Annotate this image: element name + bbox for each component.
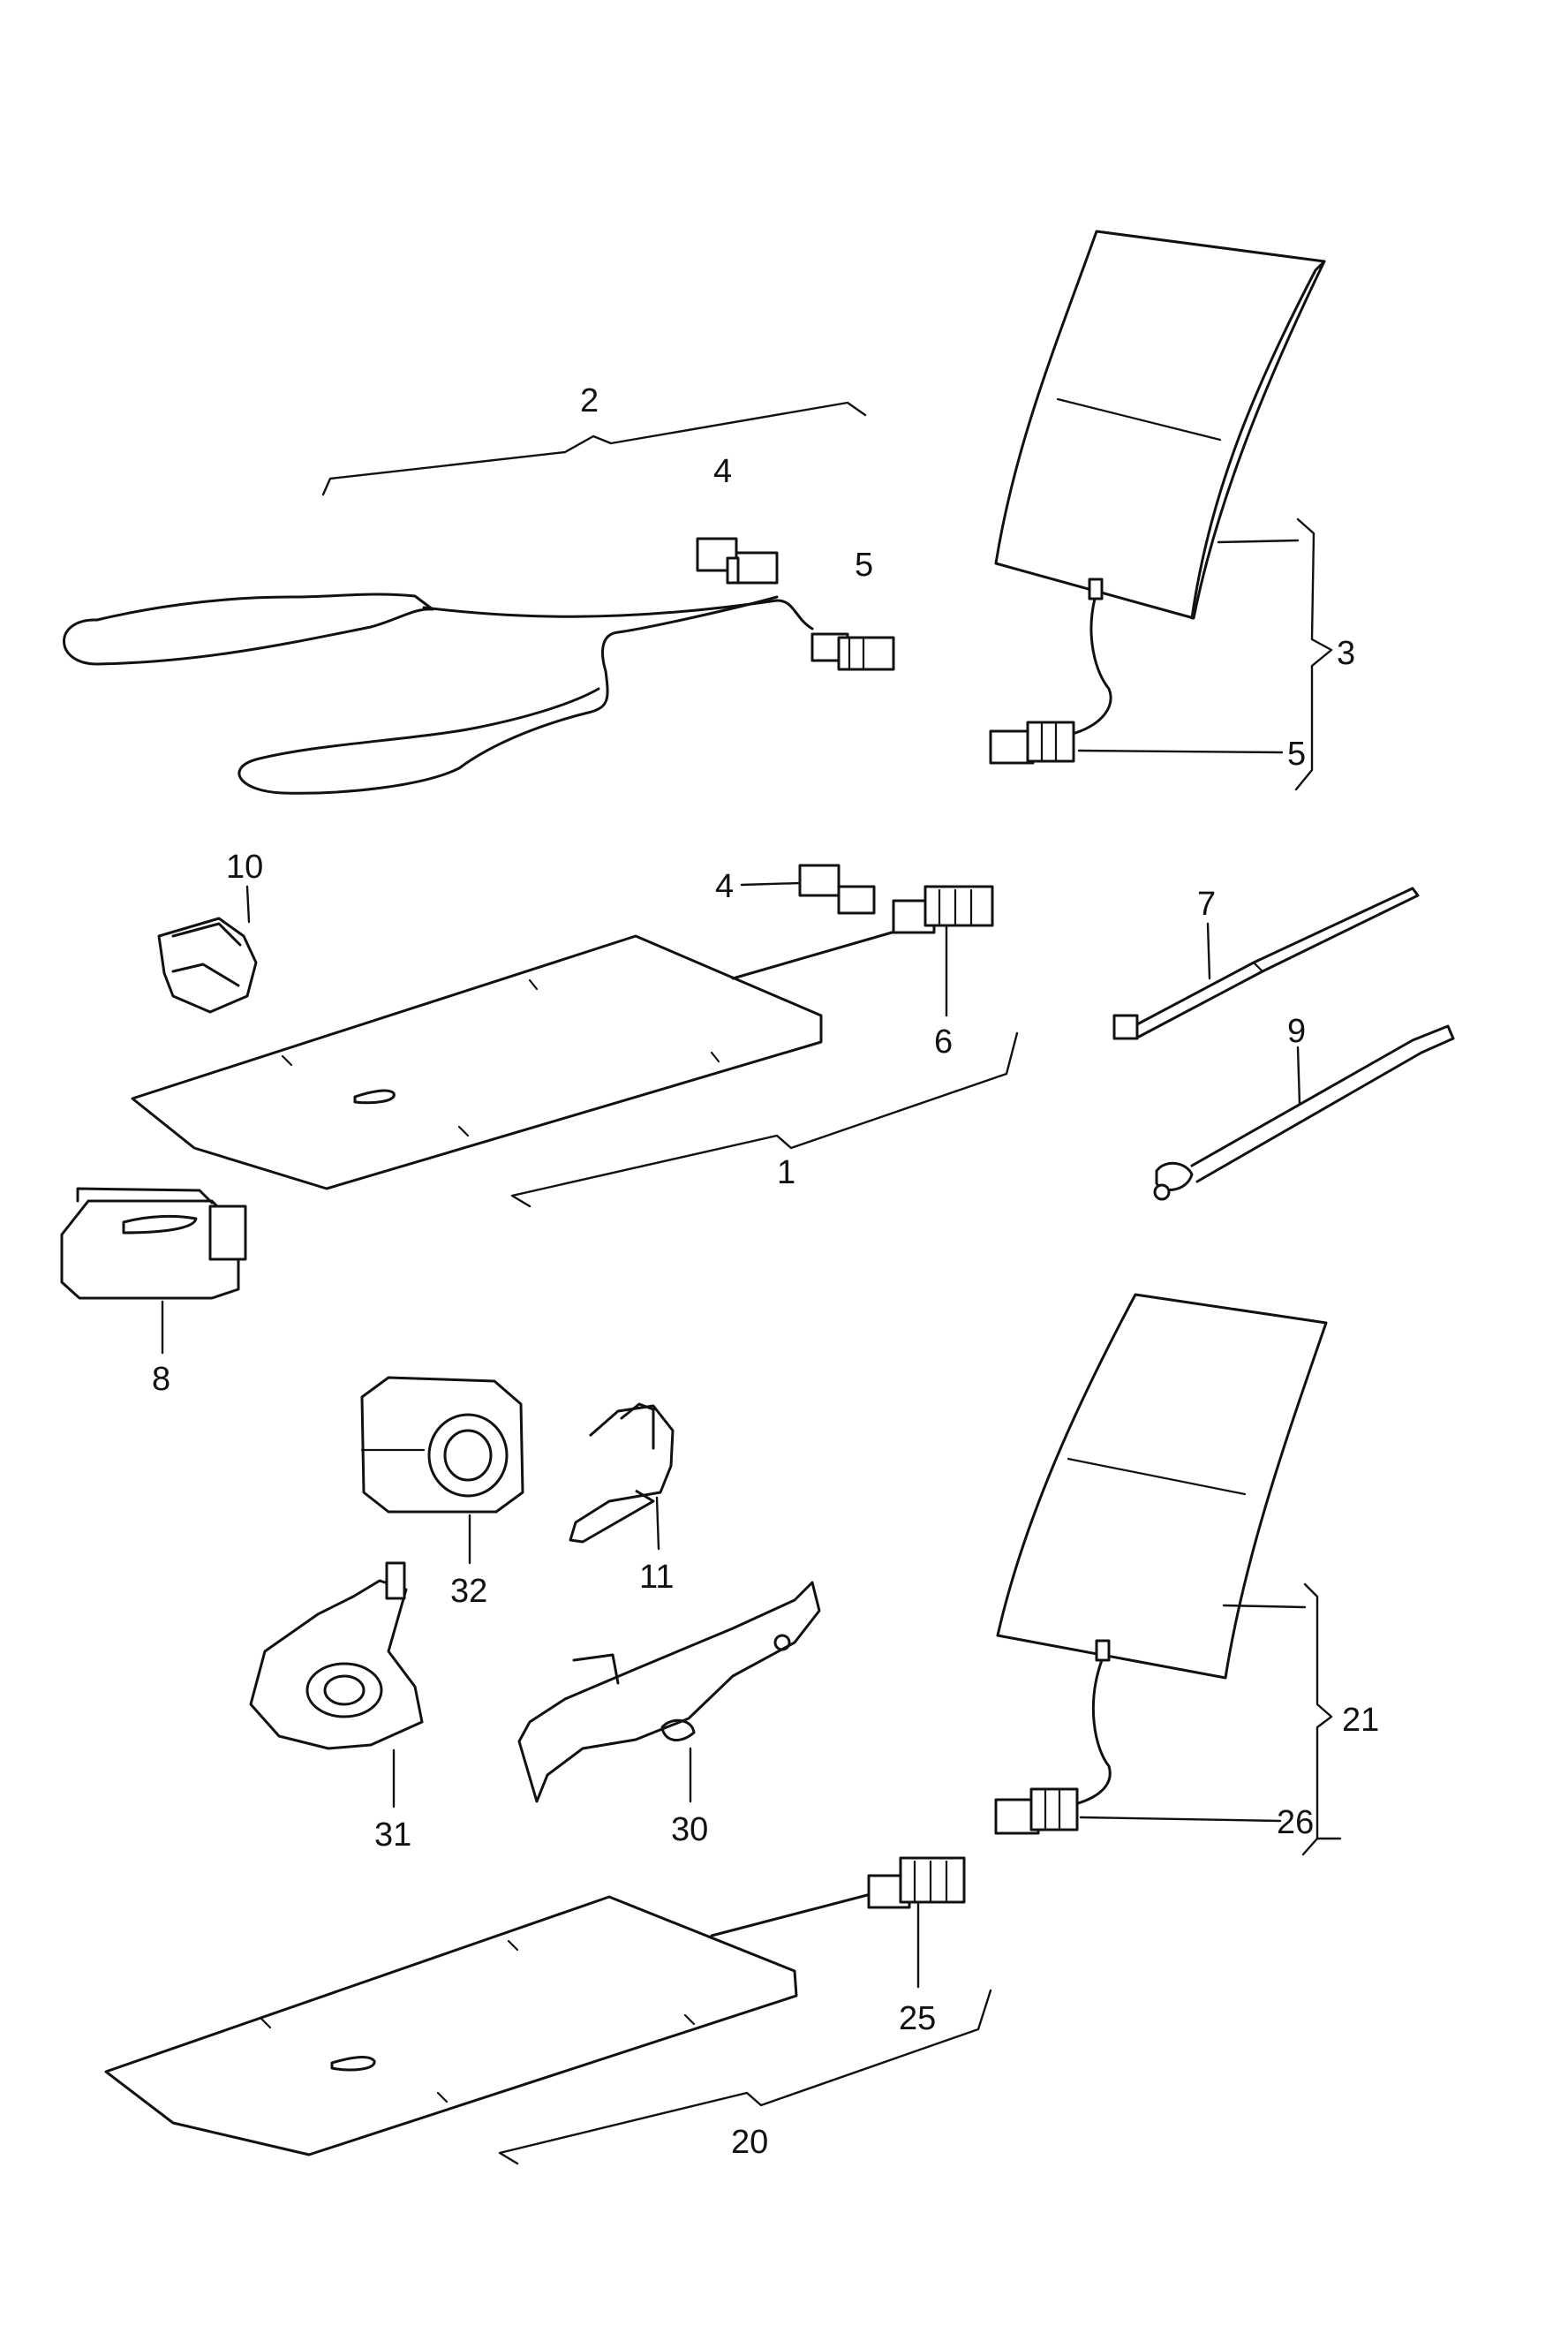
callout-9: 9 (1287, 1013, 1306, 1050)
backrest-heating-pad-21 (996, 1293, 1328, 1807)
leader-9 (1296, 1046, 1301, 1106)
callout-32: 32 (450, 1573, 487, 1610)
retainer-clip-11 (569, 1402, 675, 1544)
bracket-arm-30 (517, 1581, 821, 1803)
callout-labels: 1 2 3 4 4 5 5 6 7 8 9 10 11 20 21 25 26 … (152, 382, 1379, 2161)
backrest-heating-pad-3 (994, 230, 1326, 735)
callout-4a: 4 (713, 453, 732, 490)
callout-31: 31 (374, 1816, 411, 1854)
callout-30: 30 (671, 1811, 708, 1848)
cable-tie-7 (1112, 887, 1420, 1040)
callout-25: 25 (899, 2000, 936, 2037)
callout-3: 3 (1337, 635, 1355, 672)
leader-3-to-pad (1217, 539, 1300, 544)
leader-21-to-pad (1222, 1604, 1307, 1609)
heating-element-wire-loop (63, 593, 814, 795)
bracket-1 (510, 1031, 1019, 1208)
leader-4b (740, 881, 802, 887)
cable-tie-anchor-9 (1153, 1024, 1455, 1201)
callout-1: 1 (777, 1154, 795, 1191)
clip-10 (157, 917, 258, 1014)
callout-20: 20 (731, 2124, 768, 2161)
connector-housing-25 (867, 1856, 966, 1909)
bracket-3 (1294, 517, 1333, 791)
bracket-20 (498, 1989, 992, 2165)
connector-housing-4a (696, 537, 779, 585)
callout-5b: 5 (1287, 736, 1306, 773)
callout-10: 10 (226, 849, 263, 886)
bracket-2 (321, 401, 867, 496)
callout-7: 7 (1197, 886, 1216, 923)
callout-11: 11 (639, 1559, 674, 1596)
leader-7 (1206, 922, 1211, 980)
callout-21: 21 (1342, 1702, 1379, 1739)
seat-heating-pad-1 (131, 924, 916, 1190)
connector-housing-4b (798, 864, 876, 915)
mounting-bracket-31 (249, 1561, 424, 1750)
connector-housing-6 (892, 885, 994, 934)
callout-5a: 5 (855, 547, 873, 584)
callout-2: 2 (580, 382, 599, 419)
connector-housing-26 (994, 1787, 1079, 1835)
connector-housing-5b (989, 721, 1075, 765)
leader-10 (245, 885, 251, 924)
control-unit-8 (60, 1187, 247, 1300)
callout-4b: 4 (715, 868, 734, 905)
seat-heating-pad-20 (104, 1892, 876, 2156)
callout-6: 6 (934, 1023, 953, 1061)
callout-8: 8 (152, 1361, 170, 1398)
leader-26 (1079, 1816, 1282, 1823)
grommet-32 (360, 1376, 524, 1514)
leader-11 (655, 1496, 660, 1551)
leader-5b (1077, 749, 1284, 754)
connector-housing-5a (810, 632, 895, 671)
callout-26: 26 (1277, 1804, 1314, 1841)
